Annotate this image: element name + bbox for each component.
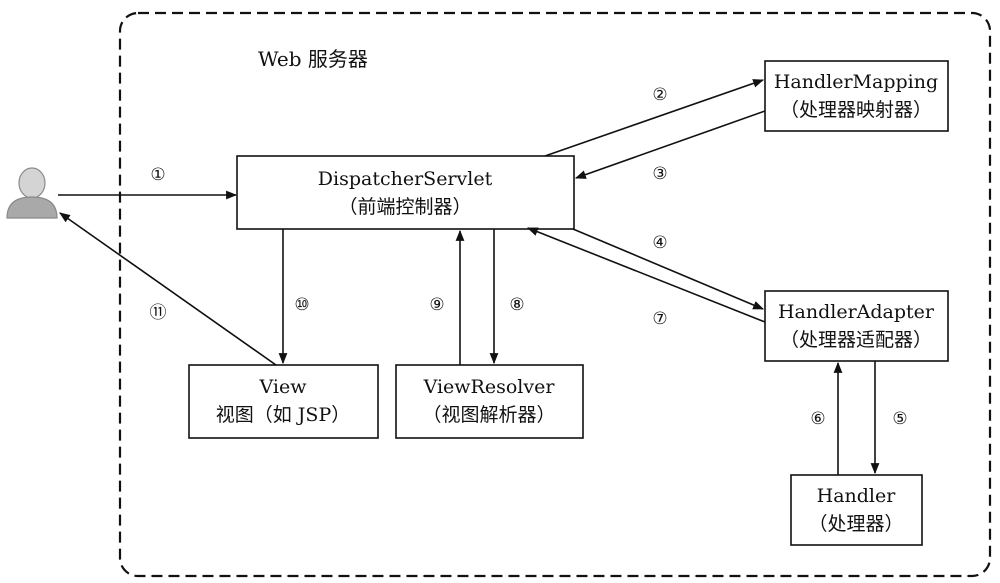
step-5-label: ⑤ bbox=[892, 409, 907, 429]
step-11-text: ⑪ bbox=[150, 303, 167, 323]
arrow-step-7 bbox=[526, 227, 766, 323]
view-box: View 视图（如 JSP） bbox=[188, 364, 379, 439]
step-6-label: ⑥ bbox=[810, 409, 825, 429]
view-line1: View bbox=[259, 376, 308, 398]
arrow-step-4 bbox=[572, 228, 765, 310]
step-9-label: ⑨ bbox=[429, 295, 444, 315]
arrow-step-3 bbox=[574, 110, 766, 179]
dispatcher-servlet-box: DispatcherServlet （前端控制器） bbox=[236, 155, 575, 230]
arrow-step-2 bbox=[544, 79, 765, 157]
resolver-line2: （视图解析器） bbox=[422, 404, 555, 426]
arrow-step-11 bbox=[59, 212, 277, 366]
dispatcher-line1: DispatcherServlet bbox=[318, 168, 493, 190]
web-server-container bbox=[118, 11, 992, 578]
view-resolver-box: ViewResolver （视图解析器） bbox=[395, 364, 584, 439]
mapping-line2: （处理器映射器） bbox=[780, 99, 932, 121]
view-line2: 视图（如 JSP） bbox=[216, 404, 350, 426]
mapping-line1: HandlerMapping bbox=[774, 71, 938, 93]
step-5-text: ⑤ bbox=[892, 409, 907, 429]
step-10-label: ⑩ bbox=[294, 295, 309, 315]
handler-line2: （处理器） bbox=[808, 513, 903, 535]
step-2-label: ② bbox=[652, 85, 667, 105]
step-4-label: ④ bbox=[652, 233, 667, 253]
adapter-line2: （处理器适配器） bbox=[780, 329, 932, 351]
step-8-label: ⑧ bbox=[509, 295, 524, 315]
step-10-text: ⑩ bbox=[294, 295, 309, 315]
handler-line1: Handler bbox=[817, 485, 897, 507]
step-4-text: ④ bbox=[652, 233, 667, 253]
handler-adapter-box: HandlerAdapter （处理器适配器） bbox=[764, 290, 949, 362]
step-9-text: ⑨ bbox=[429, 295, 444, 315]
container-title: Web 服务器 bbox=[258, 47, 368, 71]
user-icon bbox=[6, 167, 58, 219]
step-3-label: ③ bbox=[652, 164, 667, 184]
dispatcher-line2: （前端控制器） bbox=[338, 196, 471, 218]
step-2-text: ② bbox=[652, 85, 667, 105]
step-1-text: ① bbox=[150, 165, 165, 185]
step-7-label: ⑦ bbox=[652, 309, 667, 329]
handler-box: Handler （处理器） bbox=[790, 474, 923, 546]
step-8-text: ⑧ bbox=[509, 295, 524, 315]
step-7-text: ⑦ bbox=[652, 309, 667, 329]
step-11-label: ⑪ bbox=[150, 303, 167, 323]
adapter-line1: HandlerAdapter bbox=[778, 301, 935, 323]
step-3-text: ③ bbox=[652, 164, 667, 184]
step-6-text: ⑥ bbox=[810, 409, 825, 429]
resolver-line1: ViewResolver bbox=[423, 376, 556, 398]
step-1-label: ① bbox=[150, 165, 165, 185]
step-labels: ① ② ③ ④ ⑤ ⑥ ⑦ ⑧ ⑨ ⑩ ⑪ bbox=[150, 85, 908, 429]
handler-mapping-box: HandlerMapping （处理器映射器） bbox=[764, 60, 949, 132]
